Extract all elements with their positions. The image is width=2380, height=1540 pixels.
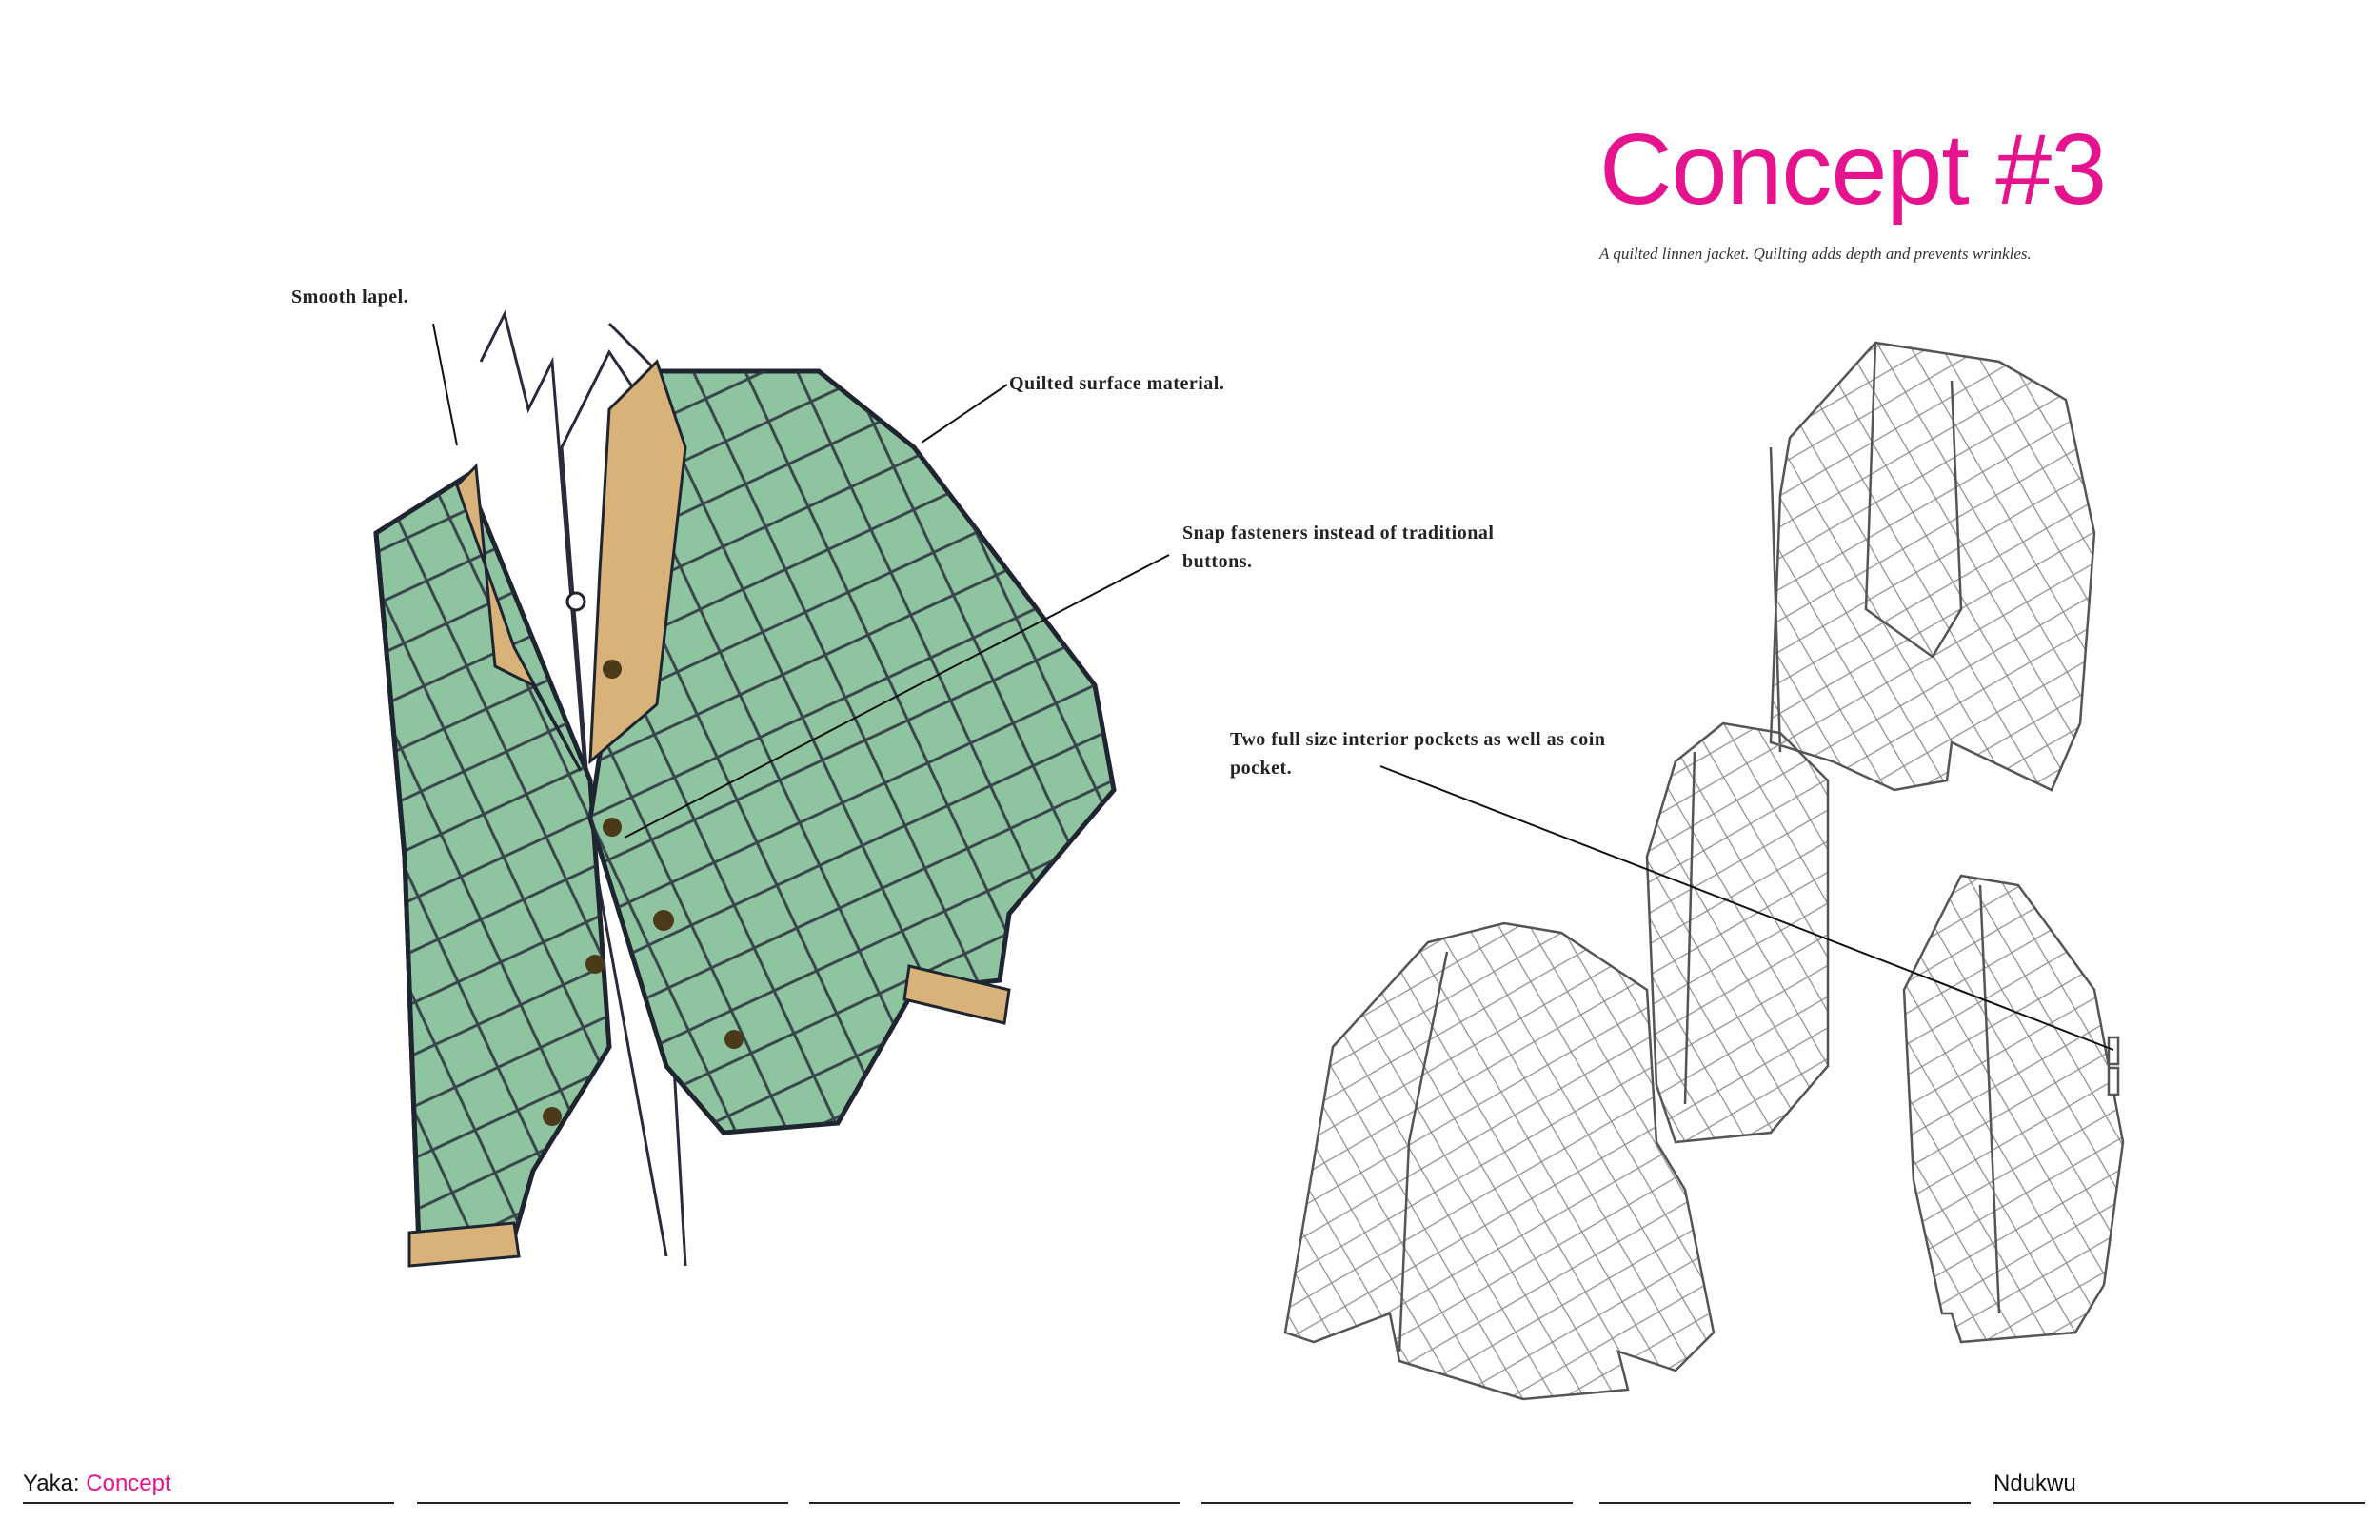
pencil-sketch-back <box>1283 921 1716 1401</box>
pencil-sketch-interior <box>1902 874 2125 1344</box>
footer-project-label: Yaka: <box>23 1471 80 1496</box>
footer-rule <box>1201 1502 1573 1504</box>
page-subtitle: A quilted linnen jacket. Quilting adds d… <box>1599 245 2032 263</box>
annotation-lapel: Smooth lapel. <box>291 286 409 307</box>
footer-rule <box>417 1502 788 1504</box>
pencil-sketch-side <box>1645 721 1830 1144</box>
footer-section-label: Concept <box>86 1471 171 1496</box>
footer-project: Yaka: Concept <box>23 1471 171 1497</box>
footer-rule <box>1993 1502 2365 1504</box>
footer-rule <box>1599 1502 1971 1504</box>
annotation-surface: Quilted surface material. <box>1009 373 1225 394</box>
pencil-sketch-front <box>1769 341 2096 792</box>
page-title: Concept #3 <box>1599 113 2107 226</box>
footer-author: Ndukwu <box>1993 1471 2076 1496</box>
colored-jacket-illustration <box>373 309 1117 1268</box>
footer-rule <box>809 1502 1180 1504</box>
footer-rule <box>23 1502 394 1504</box>
annotation-snaps: Snap fasteners instead of traditional bu… <box>1182 523 1495 572</box>
annotation-pockets: Two full size interior pockets as well a… <box>1230 729 1606 779</box>
annotation-leader-lines <box>432 323 2114 1051</box>
